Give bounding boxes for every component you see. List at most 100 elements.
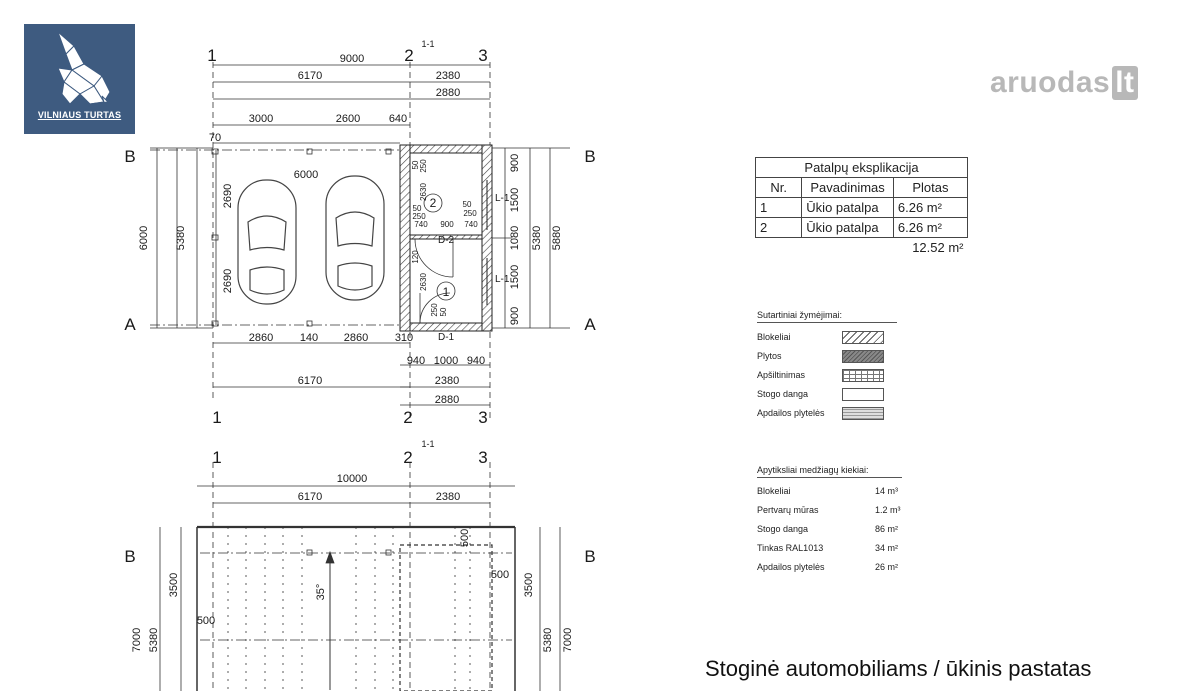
dim-2380-top: 2380: [436, 70, 460, 82]
roof-dim-7000-left: 7000: [131, 628, 143, 652]
legend-label: Apšiltinimas: [757, 370, 806, 380]
axis-3-bottom: 3: [478, 408, 487, 427]
tiles-swatch: [842, 407, 884, 420]
dim-2600: 2600: [336, 113, 360, 125]
section-b-left: B: [124, 147, 135, 166]
dim-1000: 1000: [434, 355, 458, 367]
door-swings: [414, 238, 454, 324]
window-l1-lower: L-1: [495, 274, 510, 285]
legend-label: Apdailos plytelės: [757, 408, 825, 418]
dim-2860-right: 2860: [344, 332, 368, 344]
explication-title: Patalpų eksplikacija: [755, 157, 968, 178]
table-row: 2 Ūkio patalpa 6.26 m²: [754, 217, 969, 238]
material-value: 14 m³: [875, 486, 899, 496]
material-name: Stogo danga: [757, 524, 809, 534]
roof-dim-5380-right: 5380: [542, 628, 554, 652]
header-area: Plotas: [892, 177, 969, 198]
dim-50-mid-right: 50: [463, 200, 472, 209]
car-left: [237, 179, 297, 305]
roof-section-b-right: B: [584, 547, 595, 566]
storage-walls: [399, 144, 493, 332]
legend-title: Sutartiniai žymėjimai:: [757, 310, 897, 323]
logo-text: VILNIAUS TURTAS: [37, 110, 122, 120]
dim-940-left: 940: [407, 355, 425, 367]
dim-250-mid-right: 250: [463, 209, 477, 218]
row-area: 6.26 m²: [892, 197, 969, 218]
dim-50-top: 50: [411, 160, 420, 169]
dim-2690-upper: 2690: [222, 184, 234, 208]
row-area: 6.26 m²: [892, 217, 969, 238]
material-value: 26 m²: [875, 562, 899, 572]
dim-2690-lower: 2690: [222, 269, 234, 293]
dim-5880-right: 5880: [551, 226, 563, 250]
dim-940-right: 940: [467, 355, 485, 367]
dim-50-bottom: 50: [439, 307, 448, 316]
roof-dim-3500-right: 3500: [523, 573, 535, 597]
dim-250-top: 250: [419, 159, 428, 173]
section-a-left: A: [124, 315, 136, 334]
legend-label: Plytos: [757, 351, 782, 361]
room-2-marker: [423, 193, 443, 213]
legend: Sutartiniai žymėjimai: Blokeliai Plytos …: [757, 310, 897, 424]
dim-50-mid-left: 50: [413, 204, 422, 213]
materials-title: Apytiksliai medžiagų kiekiai:: [757, 465, 902, 478]
axis-1-bottom: 1: [212, 408, 221, 427]
roof-dim-500-right: 500: [491, 569, 509, 581]
dim-310: 310: [395, 332, 413, 344]
floor-plan: [150, 62, 570, 420]
drawing-caption: Stoginė automobiliams / ūkinis pastatas: [705, 656, 1092, 681]
dim-900-lower: 900: [509, 307, 521, 325]
watermark-text: aruodas: [990, 66, 1111, 99]
roof-dim-3500-left: 3500: [168, 573, 180, 597]
roof-axis-1: 1: [212, 448, 221, 467]
roof-axis-label: 1-1: [421, 439, 434, 449]
roofing-swatch: [842, 388, 884, 401]
watermark-suffix: lt: [1112, 66, 1138, 100]
list-item: Apdailos plytelės 26 m²: [757, 562, 902, 581]
axis-1-top: 1: [207, 46, 216, 65]
dim-740-left: 740: [414, 220, 428, 229]
roof-section-b-left: B: [124, 547, 135, 566]
roof-slope-label: 35°: [315, 584, 327, 601]
material-value: 34 m²: [875, 543, 899, 553]
section-a-right: A: [584, 315, 596, 334]
roof-dim-500-vert: 500: [459, 529, 471, 547]
roof-axis-3: 3: [478, 448, 487, 467]
axis-3-top: 3: [478, 46, 487, 65]
material-value: 1.2 m³: [875, 505, 901, 515]
dim-2630-lower: 2630: [419, 273, 428, 291]
roof-dim-500-left: 500: [197, 615, 215, 627]
total-area: 12.52 m²: [912, 240, 964, 255]
room-explication-table: Patalpų eksplikacija Nr. Pavadinimas Plo…: [754, 157, 969, 257]
legend-item: Stogo danga: [757, 386, 897, 405]
dim-250-bottom: 250: [430, 303, 439, 317]
material-name: Blokeliai: [757, 486, 791, 496]
roof-dim-6170: 6170: [298, 491, 322, 503]
door-d1-label: D-1: [438, 332, 455, 343]
door-d2-label: D-2: [438, 235, 455, 246]
dim-3000: 3000: [249, 113, 273, 125]
dim-1500-upper: 1500: [509, 188, 521, 212]
dim-6170-bottom: 6170: [298, 375, 322, 387]
room-2-number: 2: [430, 196, 437, 210]
dim-250-mid-left: 250: [412, 212, 426, 221]
legend-item: Apdailos plytelės: [757, 405, 897, 424]
dim-740-right: 740: [464, 220, 478, 229]
dim-2880-bottom: 2880: [435, 394, 459, 406]
blocks-swatch: [842, 331, 884, 344]
row-nr: 2: [754, 217, 803, 238]
material-name: Apdailos plytelės: [757, 562, 825, 572]
company-logo: VILNIAUS TURTAS: [24, 24, 135, 134]
roof-dim-5380-left: 5380: [148, 628, 160, 652]
room-1-number: 1: [443, 285, 450, 299]
axis-2-top: 2: [404, 46, 413, 65]
window-l1-upper: L-1: [495, 193, 510, 204]
roof-dim-overall: 10000: [337, 473, 368, 485]
dim-1080: 1080: [509, 226, 521, 250]
dim-6000-left: 6000: [138, 226, 150, 250]
dim-900-upper: 900: [509, 154, 521, 172]
header-name: Pavadinimas: [801, 177, 894, 198]
